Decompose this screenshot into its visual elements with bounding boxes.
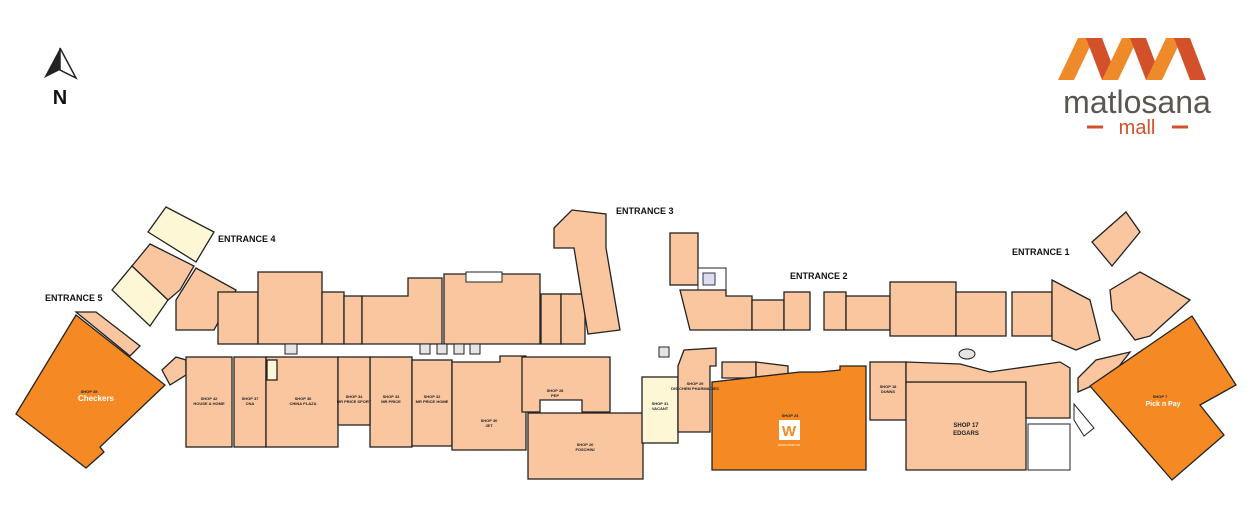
shop-37-name: CNA	[246, 401, 255, 406]
north-label: N	[53, 87, 67, 109]
edgars-name: EDGARS	[953, 431, 979, 437]
checkers-name: Checkers	[78, 394, 115, 403]
shop-33-number: SHOP 33	[383, 394, 401, 399]
edgars-shop-number: SHOP 17	[953, 423, 979, 429]
shop-18-number: SHOP 18	[880, 384, 898, 389]
shop-37-number: SHOP 37	[242, 396, 260, 401]
shop-29-name: DIS-CHEM PHARMACIES	[671, 386, 719, 391]
toilet-icon	[658, 346, 670, 358]
shop-34[interactable]	[337, 356, 371, 426]
logo-name: matlosana	[1063, 84, 1211, 120]
info-icon	[702, 272, 716, 286]
entrance-1-label: ENTRANCE 1	[1012, 247, 1070, 257]
shop-unit[interactable]	[905, 361, 1071, 419]
shop-36[interactable]	[265, 356, 339, 448]
toilet-icon	[469, 343, 481, 355]
shop-26[interactable]	[527, 412, 644, 480]
shop-33[interactable]	[369, 356, 413, 448]
woolworths-shop-number: SHOP 24	[782, 413, 800, 418]
vacant-unit[interactable]	[147, 206, 215, 263]
shop-unit[interactable]	[361, 277, 443, 345]
shop-unit[interactable]	[321, 291, 345, 345]
mall-logo: matlosana mall	[1058, 38, 1211, 139]
shop-unit[interactable]	[1109, 271, 1192, 341]
shop-unit[interactable]	[74, 311, 141, 357]
shop-18[interactable]	[869, 361, 907, 421]
atm-icon	[419, 343, 431, 355]
shop-unit[interactable]	[751, 299, 785, 331]
shop-30[interactable]	[451, 355, 527, 451]
vacant-kiosk[interactable]	[266, 359, 278, 381]
shop-unit[interactable]	[343, 295, 363, 345]
baby-change-icon	[453, 343, 465, 355]
woolworths-logo-letter: W	[782, 423, 797, 440]
shop-unit[interactable]	[955, 291, 1007, 337]
shop-unit[interactable]	[257, 271, 323, 345]
shop-unit[interactable]	[721, 361, 757, 379]
entrance-5-label: ENTRANCE 5	[45, 293, 103, 303]
shop-unit[interactable]	[679, 289, 753, 331]
shop-unit[interactable]	[845, 295, 891, 331]
shop-26-number: SHOP 26	[577, 442, 595, 447]
shop-42[interactable]	[185, 356, 233, 448]
shop-unit[interactable]	[823, 291, 847, 331]
shop-unit[interactable]	[669, 232, 699, 286]
shop-30-number: SHOP 30	[481, 418, 499, 423]
shop-unit[interactable]	[553, 209, 621, 335]
escalator-icon	[958, 348, 976, 360]
shop-36-name: CHINA PLAZA	[290, 401, 317, 406]
shop-34-name: MR PRICE SPORT	[337, 399, 372, 404]
shop-unit[interactable]	[540, 293, 562, 345]
shop-31[interactable]	[641, 376, 679, 444]
toilet-icon	[436, 343, 448, 355]
shop-unit[interactable]	[443, 273, 541, 345]
shop-42-name: HOUSE & HOME	[193, 401, 225, 406]
shop-36-number: SHOP 36	[295, 396, 313, 401]
woolworths-logo	[779, 420, 800, 440]
shop-28[interactable]	[521, 356, 611, 413]
toilet-icon	[284, 343, 298, 355]
checkers-shop-number: SHOP 35	[81, 389, 99, 394]
shop-31-number: SHOP 31	[652, 401, 670, 406]
entrance-3-label: ENTRANCE 3	[616, 206, 674, 216]
shop-29[interactable]	[677, 347, 717, 433]
shop-unit[interactable]	[889, 281, 957, 337]
shop-29-number: SHOP 29	[687, 381, 705, 386]
woolworths-name: WOOLWORTHS	[778, 443, 800, 447]
entrance-4-label: ENTRANCE 4	[218, 234, 276, 244]
shop-unit[interactable]	[217, 291, 259, 345]
shop-unit[interactable]	[131, 243, 195, 301]
shop-unit[interactable]	[1011, 291, 1053, 337]
shop-28-name: PEP	[551, 393, 559, 398]
shop-31-name: VACANT	[652, 406, 669, 411]
shop-28-number: SHOP 28	[547, 388, 565, 393]
shop-unit[interactable]	[161, 356, 187, 386]
pick-n-pay-store[interactable]	[1089, 315, 1237, 481]
shop-42-number: SHOP 42	[201, 396, 219, 401]
entrance-2-label: ENTRANCE 2	[790, 271, 848, 281]
pnp-name: Pick n Pay	[1145, 401, 1180, 408]
woolworths-store[interactable]	[711, 365, 867, 471]
pnp-shop-number: SHOP 7	[1153, 394, 1168, 399]
shop-30-name: JET	[485, 423, 493, 428]
shop-unit[interactable]	[1051, 278, 1101, 351]
shop-32-number: SHOP 32	[424, 394, 442, 399]
north-arrow-icon	[44, 47, 78, 80]
shop-26-name: FOSCHINI	[575, 447, 594, 452]
shop-unit[interactable]	[560, 293, 586, 345]
shop-34-number: SHOP 34	[346, 394, 364, 399]
shop-33-name: MR PRICE	[381, 399, 401, 404]
shop-32-name: MR PRICE HOME	[416, 399, 449, 404]
shop-18-name: DUNNS	[881, 389, 896, 394]
shop-unit[interactable]	[783, 291, 811, 331]
logo-sub: mall	[1119, 117, 1156, 139]
checkers-store[interactable]	[15, 314, 166, 469]
shop-unit[interactable]	[1091, 211, 1141, 268]
